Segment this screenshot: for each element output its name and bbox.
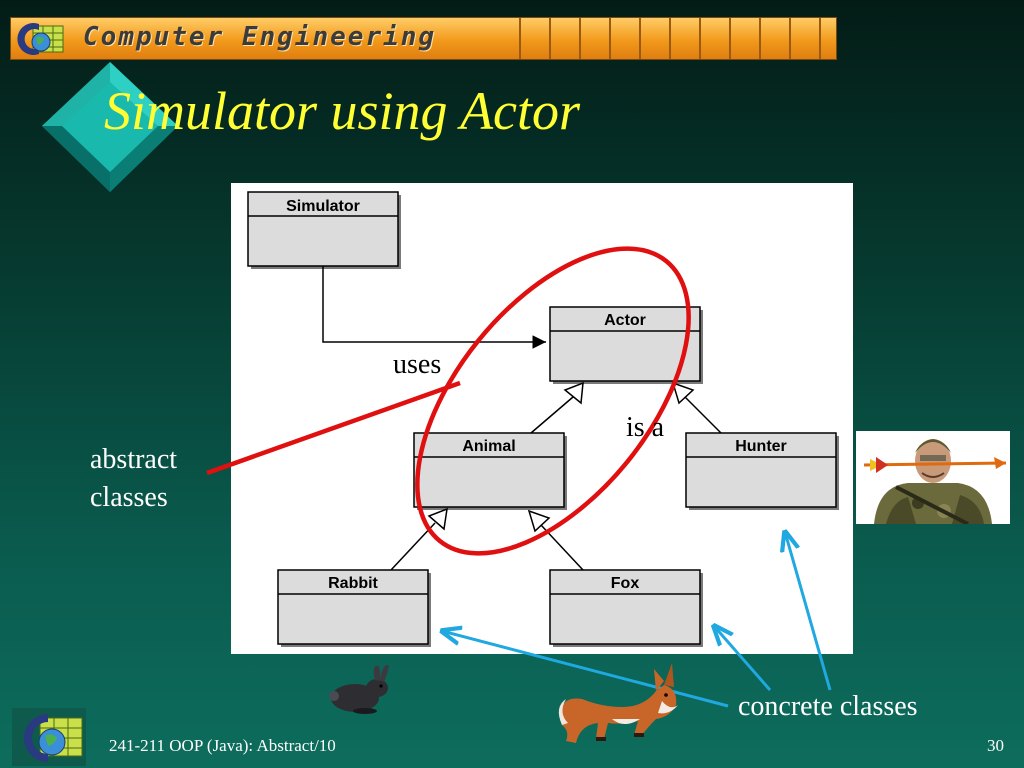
class-box-hunter: Hunter	[685, 432, 839, 510]
abstract-classes-label: abstract classes	[90, 441, 177, 517]
class-box-rabbit: Rabbit	[277, 569, 431, 647]
class-name-animal: Animal	[462, 438, 515, 455]
class-name-fox: Fox	[611, 575, 640, 592]
inheritance-hunter-actor	[671, 381, 722, 434]
class-box-simulator: Simulator	[247, 191, 401, 269]
is-a-label: is a	[626, 412, 665, 443]
page-number: 30	[987, 736, 1004, 755]
concrete-pointer-fox	[714, 626, 772, 691]
inheritance-animal-actor	[530, 381, 584, 434]
abstract-label-line1: abstract	[90, 444, 178, 475]
class-name-hunter: Hunter	[735, 438, 787, 455]
class-name-simulator: Simulator	[286, 198, 360, 215]
footer-globe-logo-icon	[12, 708, 86, 766]
concrete-pointer-rabbit	[442, 631, 729, 708]
uses-association-arrow	[322, 266, 546, 349]
hunter-photo	[856, 431, 1010, 526]
hunter-image-icon	[863, 439, 1007, 526]
abstract-pointer-line	[206, 380, 461, 476]
class-box-fox: Fox	[549, 569, 703, 647]
rabbit-image-icon	[329, 665, 389, 714]
slide-title: Simulator using Actor	[104, 81, 581, 141]
class-box-actor: Actor	[549, 306, 703, 384]
banner-title: Computer Engineering	[83, 22, 437, 52]
header-banner: Computer Engineering	[10, 17, 837, 60]
uml-diagram-panel: .cls-title { font-family: "Liberation Sa…	[231, 183, 853, 654]
class-name-rabbit: Rabbit	[328, 575, 378, 592]
uml-class-diagram: .cls-title { font-family: "Liberation Sa…	[247, 191, 839, 647]
globe-logo-icon	[17, 23, 64, 55]
footer-course-label: 241-211 OOP (Java): Abstract/10	[109, 736, 336, 755]
concrete-pointer-hunter	[785, 532, 832, 691]
class-box-animal: Animal	[413, 432, 567, 510]
class-name-actor: Actor	[604, 312, 646, 329]
concrete-classes-label: concrete classes	[738, 691, 918, 722]
banner-stripes	[519, 18, 821, 59]
abstract-classes-highlight-ellipse	[415, 246, 691, 556]
abstract-label-line2: classes	[90, 482, 168, 513]
uses-label: uses	[393, 349, 441, 380]
fox-image-icon	[558, 663, 678, 743]
diamond-decoration-icon	[42, 62, 178, 192]
